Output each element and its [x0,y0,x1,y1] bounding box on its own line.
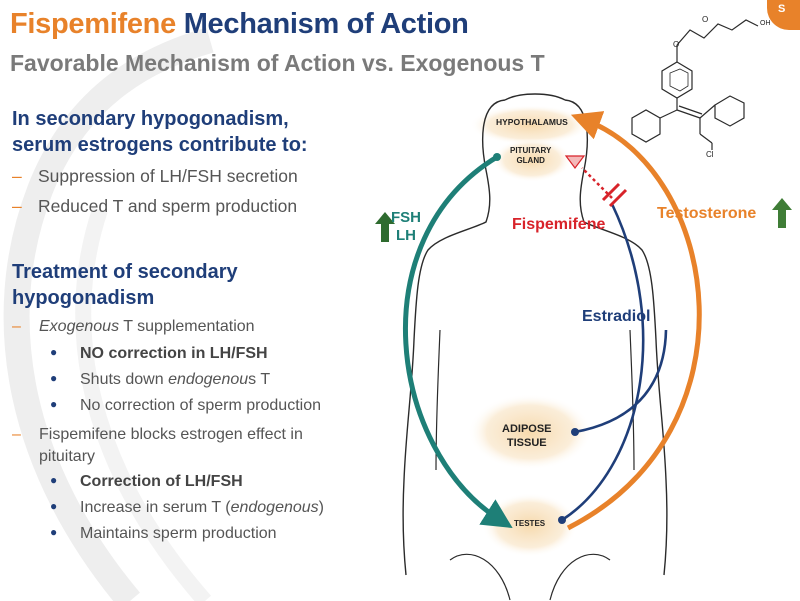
molecule-hydroxyl: OH [760,20,771,27]
pituitary-label: PITUITARY GLAND [510,146,552,165]
testes-dot [558,516,566,524]
section2-item-1: –Exogenous T supplementation [12,318,255,335]
hypothalamus-label: HYPOTHALAMUS [496,117,568,127]
section2-bullet-2-3: ●Maintains sperm production [50,525,277,542]
mechanism-diagram [375,19,792,601]
pituitary-dot [493,153,501,161]
body-inner-lines [435,329,635,601]
testosterone-arrow [566,111,702,531]
section1-item-2: –Reduced T and sperm production [12,196,298,216]
section2-bullet-2-2: ●Increase in serum T (endogenous) [50,499,324,516]
testosterone-up-arrow [772,198,792,228]
fsh-lh-up-arrow [375,212,395,242]
adipose-dot [571,428,579,436]
hypothalamus-glow [470,105,590,145]
slide-number-tab: S [767,0,800,30]
fispemifene-molecule [631,19,759,150]
testes-label: TESTES [514,519,546,528]
molecule-oxygen-2: O [673,40,680,49]
title-rest: Mechanism of Action [183,8,469,40]
estradiol-from-testes [561,203,645,522]
section2-bullet-2-1: ●Correction of LH/FSH [50,473,243,490]
fispemifene-label: Fispemifene [512,216,606,233]
section2-bullet-1-1: ●NO correction in LH/FSH [50,345,268,362]
adipose-tissue-label: ADIPOSE TISSUE [502,423,552,449]
pituitary-glow [492,138,572,182]
block-bars [601,182,628,208]
blocked-arrowhead [564,155,586,169]
section2-item-2: –Fispemifene blocks estrogen effect in p… [12,426,303,465]
molecule-chlorine: Cl [706,150,714,159]
slide-number: S [778,3,786,15]
fsh-lh-label: FSH LH [391,209,421,244]
section2-heading: Treatment of secondary hypogonadism [12,261,238,309]
fsh-lh-arrow [403,154,513,529]
slide-title: Fispemifene Mechanism of Action [10,8,469,41]
estradiol-from-adipose [574,329,668,434]
section2-bullet-1-3: ●No correction of sperm production [50,397,321,414]
slide-subtitle: Favorable Mechanism of Action vs. Exogen… [10,50,545,76]
section1-heading: In secondary hypogonadism, serum estroge… [12,108,308,156]
body-outline [402,93,668,576]
section1-item-1: –Suppression of LH/FSH secretion [12,166,298,186]
section2-bullet-1-2: ●Shuts down endogenous T [50,371,271,388]
estradiol-label: Estradiol [582,308,651,325]
adipose-glow [468,394,592,470]
molecule-oxygen-1: O [702,15,709,24]
testosterone-label: Testosterone [657,205,757,222]
blocked-estrogen-path [581,167,613,199]
title-drug-name: Fispemifene [10,8,176,40]
